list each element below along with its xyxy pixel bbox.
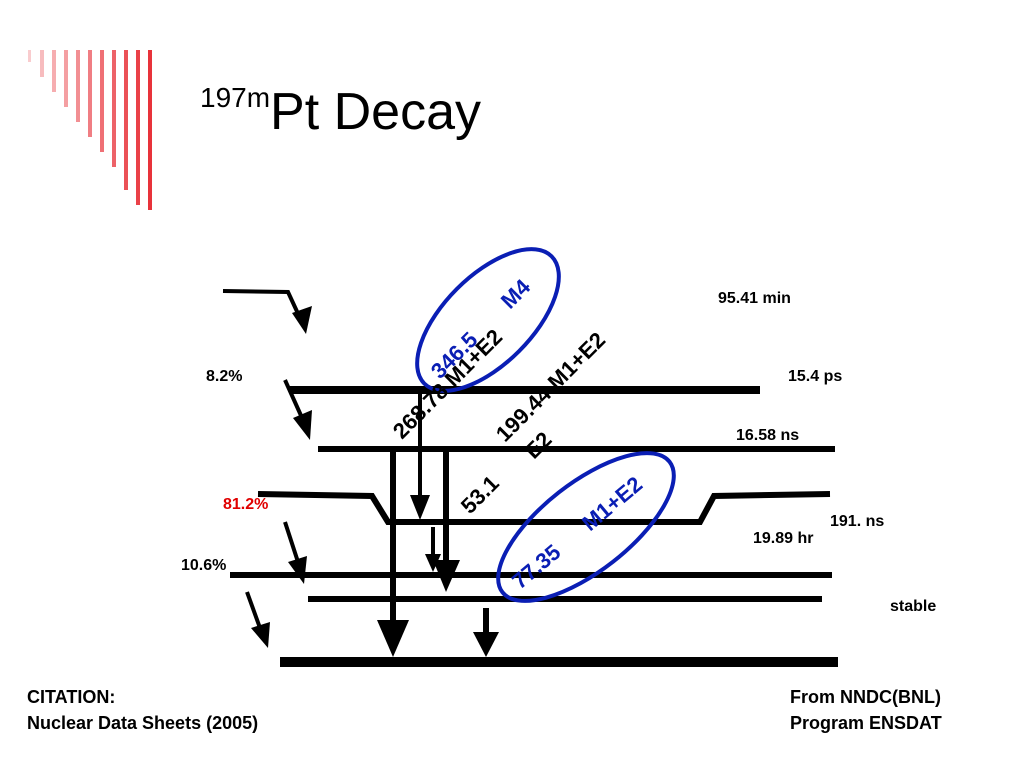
citation-block: CITATION: Nuclear Data Sheets (2005) <box>27 684 258 736</box>
half-life-label-6: stable <box>890 598 937 615</box>
highlight-ellipse-77 <box>496 451 676 603</box>
decorative-bar <box>52 50 56 92</box>
feed-arrow-2 <box>283 379 312 440</box>
gamma-arrow-268 <box>410 390 430 520</box>
slide-title: 197mPt Decay <box>200 82 481 142</box>
source-block: From NNDC(BNL) Program ENSDAT <box>790 684 942 736</box>
gamma-arrow-53 <box>433 452 460 592</box>
decorative-bar <box>124 50 128 190</box>
half-life-label-1: 95.41 min <box>718 290 791 307</box>
gamma-arrow-199 <box>377 452 409 657</box>
half-life-label-4: 191. ns <box>830 513 885 530</box>
decorative-bar <box>136 50 140 205</box>
transition-label-77-energy: 77.35 <box>507 539 565 594</box>
half-life-label-5: 19.89 hr <box>753 530 814 547</box>
feed-arrow-1 <box>222 289 312 334</box>
branch-label-3: 10.6% <box>181 557 227 574</box>
transition-label-346-type: M4 <box>496 274 536 314</box>
decorative-bar <box>40 50 44 77</box>
decorative-bars <box>28 50 152 210</box>
decorative-bar <box>88 50 92 137</box>
decorative-bar <box>100 50 104 152</box>
transition-label-77-type: M1+E2 <box>577 471 647 535</box>
decorative-bar <box>64 50 68 107</box>
decorative-bar <box>76 50 80 122</box>
half-life-label-3: 16.58 ns <box>736 427 800 444</box>
decorative-bar <box>28 50 31 62</box>
title-main: Pt Decay <box>270 83 482 141</box>
transition-label-268: 268.78 M1+E2 <box>388 324 507 443</box>
gamma-arrow-small <box>425 527 441 572</box>
half-life-label-2: 15.4 ps <box>788 368 843 385</box>
decorative-bar <box>148 50 152 210</box>
branch-label-1: 8.2% <box>206 368 243 385</box>
title-superscript: 197m <box>200 82 271 113</box>
branch-label-2: 81.2% <box>223 496 269 513</box>
feed-arrow-3 <box>283 521 307 584</box>
transition-label-53: 53.1 <box>456 471 504 519</box>
highlight-ellipse-346 <box>415 247 561 393</box>
source-from: From NNDC(BNL) <box>790 687 941 707</box>
citation-source: Nuclear Data Sheets (2005) <box>27 713 259 733</box>
gamma-arrow-77 <box>473 608 499 657</box>
source-program: Program ENSDAT <box>790 713 942 733</box>
level-line-3 <box>257 491 831 525</box>
transition-label-199-e2: E2 <box>520 427 557 464</box>
decorative-bar <box>112 50 116 167</box>
feed-arrow-4 <box>245 591 270 648</box>
citation-label: CITATION: <box>27 687 116 707</box>
